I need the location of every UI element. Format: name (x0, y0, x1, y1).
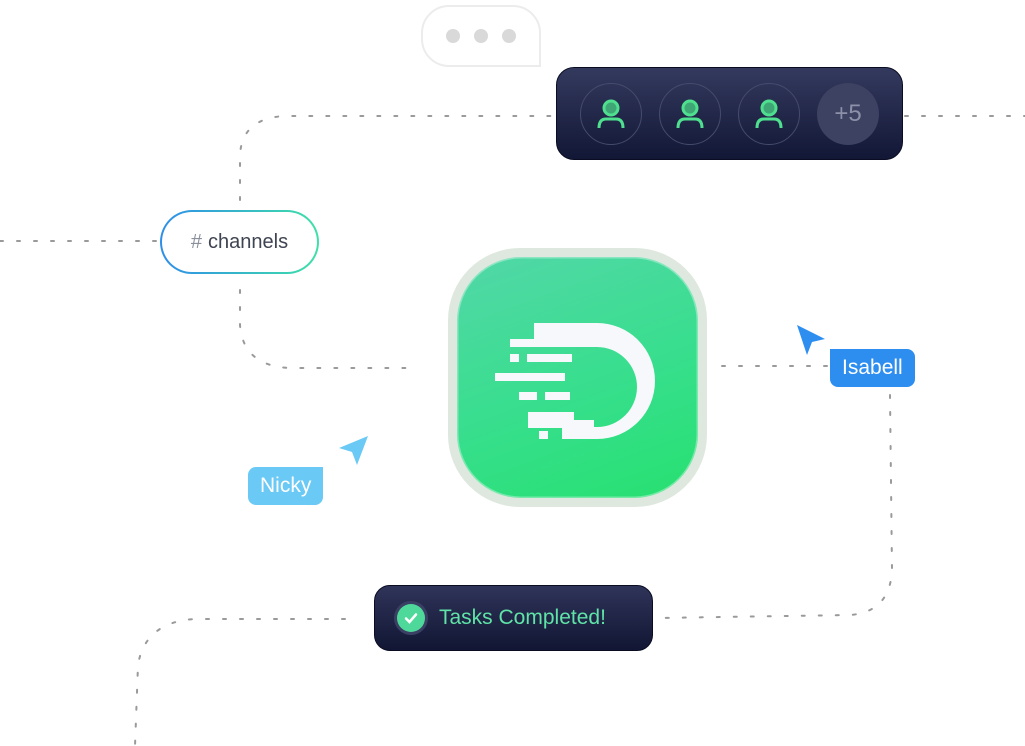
user-icon (676, 99, 704, 128)
member-avatars: +5 (556, 67, 903, 160)
typing-bubble (421, 5, 541, 67)
connector-channels-logo (239, 289, 416, 369)
connector-top (239, 115, 556, 201)
user-icon (597, 99, 625, 128)
app-logo (457, 257, 698, 498)
nicky-cursor-icon (339, 436, 368, 465)
check-icon (397, 604, 425, 632)
tasks-completed-badge: Tasks Completed! (374, 585, 653, 651)
isabell-cursor-icon (797, 325, 825, 355)
avatar[interactable] (659, 82, 721, 145)
nicky-cursor-tag: Nicky (248, 467, 324, 505)
typing-dot (502, 29, 516, 43)
logo-d-icon (495, 323, 655, 439)
user-icon (755, 99, 783, 128)
typing-dot (474, 29, 488, 43)
typing-dot (446, 29, 460, 43)
channels-label: channels (208, 230, 289, 253)
avatar[interactable] (580, 82, 642, 145)
avatar[interactable] (738, 82, 800, 145)
channels-pill[interactable]: # channels (160, 210, 319, 274)
more-members-badge[interactable]: +5 (817, 82, 879, 145)
connector-bottom-left (134, 618, 346, 746)
isabell-cursor-tag: Isabell (830, 349, 915, 387)
tasks-completed-label: Tasks Completed! (439, 606, 606, 629)
hash-icon: # (190, 230, 203, 253)
